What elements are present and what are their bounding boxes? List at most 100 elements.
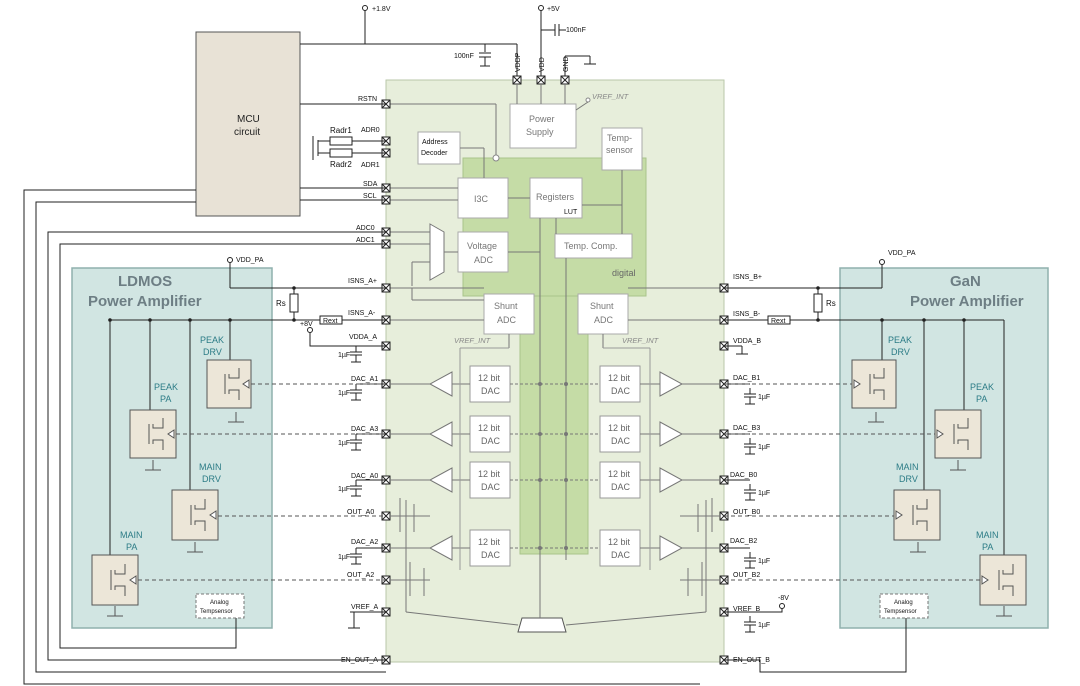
svg-text:Tempsensor: Tempsensor xyxy=(884,609,917,615)
cap-right-2-label: 1µF xyxy=(758,490,770,497)
svg-text:DAC_A0: DAC_A0 xyxy=(351,473,378,480)
supply-1v8: +1.8V 100nF xyxy=(300,5,518,76)
svg-text:Rs: Rs xyxy=(276,299,286,308)
svg-text:DRV: DRV xyxy=(899,474,918,484)
svg-text:Radr2: Radr2 xyxy=(330,160,352,169)
svg-text:ADR1: ADR1 xyxy=(361,162,380,169)
ldmos-labels: PEAK DRV PEAK PA MAIN DRV MAIN PA xyxy=(120,335,224,552)
svg-text:PEAK: PEAK xyxy=(970,382,994,392)
svg-text:12 bit: 12 bit xyxy=(608,423,631,433)
supply-5v: +5V 100nF xyxy=(538,5,596,76)
dac-a-1 xyxy=(469,415,511,453)
svg-text:MAIN: MAIN xyxy=(976,530,999,540)
svg-text:12 bit: 12 bit xyxy=(478,423,501,433)
svg-text:PA: PA xyxy=(160,394,171,404)
svg-text:PEAK: PEAK xyxy=(200,335,224,345)
svg-text:ADC: ADC xyxy=(474,255,494,265)
svg-text:VDDP: VDDP xyxy=(515,52,522,72)
svg-text:VDDA_B: VDDA_B xyxy=(733,338,761,345)
svg-text:I3C: I3C xyxy=(474,194,489,204)
svg-text:OUT_B2: OUT_B2 xyxy=(733,572,760,579)
svg-text:ISNS_B+: ISNS_B+ xyxy=(733,274,762,281)
svg-text:Tempsensor: Tempsensor xyxy=(200,609,233,615)
power-supply-block xyxy=(509,103,577,149)
gan-subtitle: Power Amplifier xyxy=(910,293,1024,310)
svg-text:Temp. Comp.: Temp. Comp. xyxy=(564,241,618,251)
svg-text:ADC: ADC xyxy=(594,315,614,325)
cap-right-3-label: 1µF xyxy=(758,558,770,565)
svg-text:PA: PA xyxy=(976,394,987,404)
gan-title: GaN xyxy=(950,273,981,290)
svg-text:DAC_A1: DAC_A1 xyxy=(351,376,378,383)
svg-text:ISNS_B-: ISNS_B- xyxy=(733,311,761,318)
mcu-box xyxy=(195,31,301,217)
svg-text:DAC_A3: DAC_A3 xyxy=(351,426,378,433)
svg-text:GND: GND xyxy=(563,56,570,72)
right-pin-column: ISNS_B+ ISNS_B- VDDA_B DAC_B1 DAC_B3 DAC… xyxy=(730,274,770,664)
svg-text:12 bit: 12 bit xyxy=(608,537,631,547)
svg-text:PA: PA xyxy=(982,542,993,552)
svg-text:12 bit: 12 bit xyxy=(608,469,631,479)
svg-text:Temp-: Temp- xyxy=(607,133,632,143)
svg-text:VDDA_A: VDDA_A xyxy=(349,334,377,341)
svg-text:OUT_B0: OUT_B0 xyxy=(733,509,760,516)
svg-text:RSTN: RSTN xyxy=(358,96,377,103)
cap-left-0-label: 1µF xyxy=(338,352,350,359)
shunt-adc-a xyxy=(483,293,535,335)
address-decoder-block xyxy=(417,131,461,165)
svg-text:Rext: Rext xyxy=(771,318,785,325)
svg-text:DAC: DAC xyxy=(611,550,631,560)
top-pins: VDDP VDD GND xyxy=(512,52,570,85)
svg-text:DRV: DRV xyxy=(203,347,222,357)
svg-text:VDD_PA: VDD_PA xyxy=(236,257,264,264)
svg-text:MAIN: MAIN xyxy=(199,462,222,472)
svg-text:ISNS_A-: ISNS_A- xyxy=(348,310,376,317)
i3c-block xyxy=(457,177,509,219)
svg-text:PEAK: PEAK xyxy=(154,382,178,392)
gan-temp-sensor xyxy=(879,593,929,619)
svg-text:PA: PA xyxy=(126,542,137,552)
svg-text:DRV: DRV xyxy=(202,474,221,484)
vref-mux xyxy=(517,617,567,633)
voltage-adc-block xyxy=(457,231,509,273)
svg-text:DAC_B2: DAC_B2 xyxy=(730,538,757,545)
svg-text:DAC: DAC xyxy=(611,482,631,492)
svg-text:12 bit: 12 bit xyxy=(478,373,501,383)
svg-text:sensor: sensor xyxy=(606,145,633,155)
svg-text:DAC: DAC xyxy=(481,386,501,396)
svg-text:100nF: 100nF xyxy=(454,53,474,60)
svg-text:DAC: DAC xyxy=(481,482,501,492)
cap-right-4-label: 1µF xyxy=(758,622,770,629)
svg-text:MAIN: MAIN xyxy=(896,462,919,472)
svg-text:100nF: 100nF xyxy=(566,27,586,34)
svg-text:ADC1: ADC1 xyxy=(356,237,375,244)
svg-text:VDD: VDD xyxy=(539,57,546,72)
svg-text:Analog: Analog xyxy=(894,600,913,606)
svg-text:ADC: ADC xyxy=(497,315,517,325)
svg-text:Decoder: Decoder xyxy=(421,150,448,157)
svg-text:SCL: SCL xyxy=(363,193,377,200)
cap-left-2-label: 1µF xyxy=(338,440,350,447)
svg-text:+8V: +8V xyxy=(300,321,313,328)
gan-labels: PEAK DRV PEAK PA MAIN DRV MAIN PA xyxy=(888,335,999,552)
svg-text:VREF_A: VREF_A xyxy=(351,604,379,611)
ldmos-title: LDMOS xyxy=(118,273,172,290)
svg-text:Address: Address xyxy=(422,139,448,146)
svg-text:Supply: Supply xyxy=(526,127,554,137)
svg-text:ISNS_A+: ISNS_A+ xyxy=(348,278,377,285)
left-pin-column: RSTN ADR0 ADR1 SDA SCL ADC0 ADC1 ISNS_A+… xyxy=(341,96,380,664)
svg-text:DAC_B0: DAC_B0 xyxy=(730,472,757,479)
temp-sensor-block xyxy=(601,127,643,171)
svg-text:Shunt: Shunt xyxy=(494,301,518,311)
dac-b-1 xyxy=(599,415,641,453)
svg-text:Radr1: Radr1 xyxy=(330,126,352,135)
svg-text:PEAK: PEAK xyxy=(888,335,912,345)
svg-text:MAIN: MAIN xyxy=(120,530,143,540)
cap-left-4-label: 1µF xyxy=(338,554,350,561)
svg-text:+5V: +5V xyxy=(547,6,560,13)
cap-right-0-label: 1µF xyxy=(758,394,770,401)
dac-a-2 xyxy=(469,461,511,499)
svg-text:+1.8V: +1.8V xyxy=(372,6,391,13)
